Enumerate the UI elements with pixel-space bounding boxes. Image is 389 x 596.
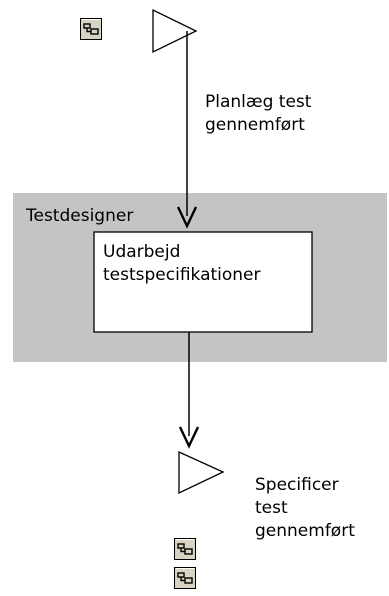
start-event-label: Planlæg test gennemført	[205, 91, 311, 137]
end-event-label-line: Specificer	[255, 475, 339, 495]
subprocess-icon[interactable]	[173, 566, 197, 590]
end-event-label-line: gennemført	[255, 521, 355, 541]
subprocess-icon[interactable]	[79, 17, 103, 41]
swimlane-label: Testdesigner	[26, 206, 134, 226]
activity-label: Udarbejd testspecifikationer	[103, 241, 261, 287]
end-event-label: Specificer test gennemført	[255, 474, 355, 543]
arrowhead-activity	[176, 206, 198, 229]
subprocess-icon[interactable]	[173, 537, 197, 561]
activity-label-line: testspecifikationer	[103, 265, 261, 285]
activity-box[interactable]	[93, 231, 313, 333]
start-event-label-line: gennemført	[205, 115, 305, 135]
end-event-label-line: test	[255, 498, 288, 518]
start-event-triangle[interactable]	[152, 8, 198, 54]
activity-label-line: Udarbejd	[103, 242, 181, 262]
end-event-triangle[interactable]	[178, 450, 225, 495]
arrowhead-end-event	[178, 426, 200, 449]
start-event-label-line: Planlæg test	[205, 92, 312, 112]
